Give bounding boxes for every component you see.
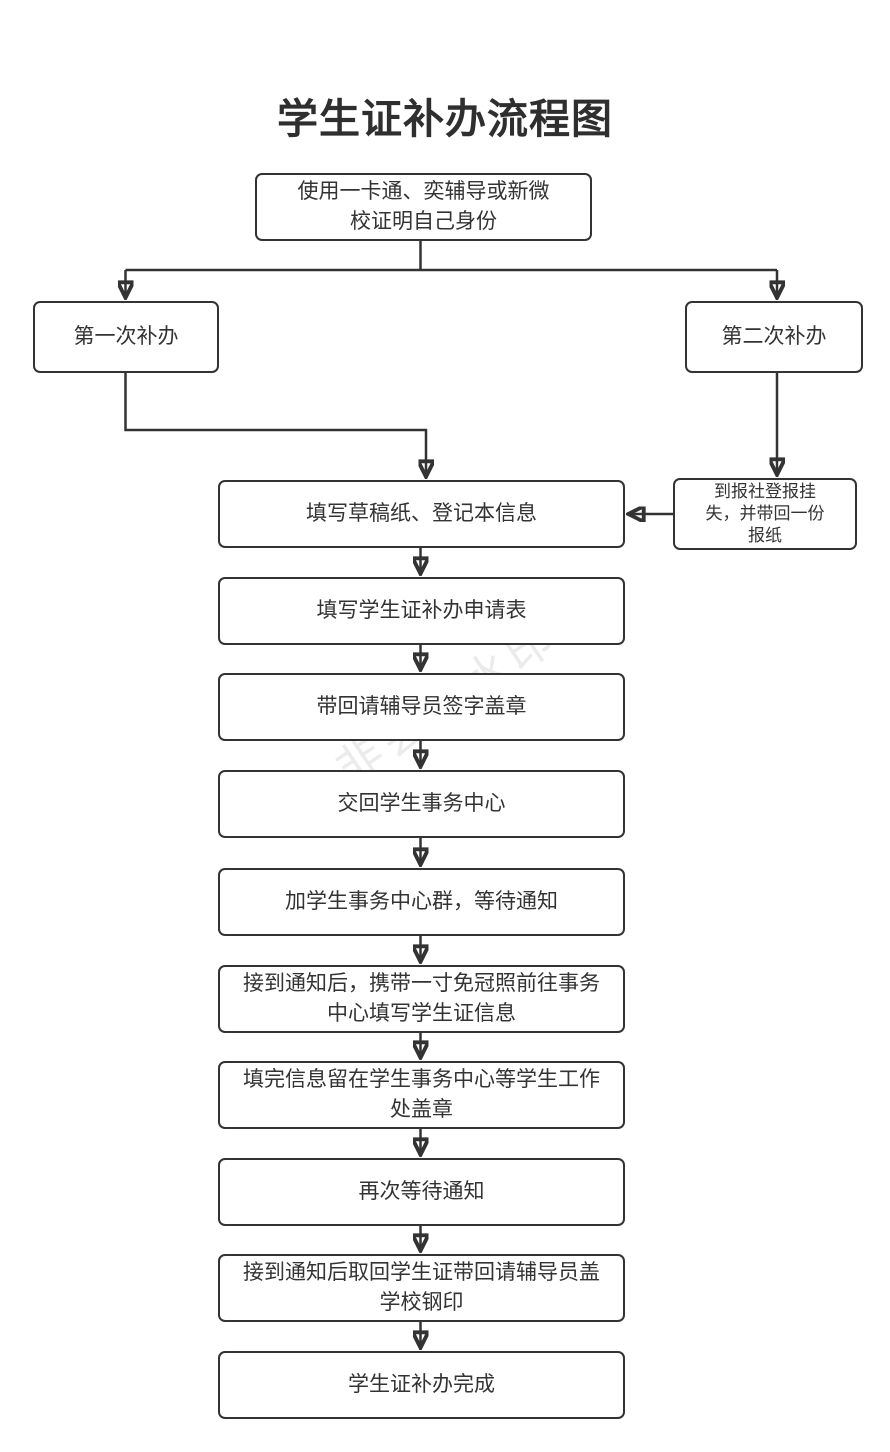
node-step-complete: 学生证补办完成 [218, 1351, 625, 1419]
node-label: 使用一卡通、奕辅导或新微 校证明自己身份 [297, 180, 550, 233]
node-step-fill-draft-register: 填写草稿纸、登记本信息 [218, 480, 625, 548]
node-label: 填写草稿纸、登记本信息 [306, 502, 537, 526]
node-step-retrieve-card-steel-seal: 接到通知后取回学生证带回请辅导员盖 学校钢印 [218, 1254, 625, 1322]
node-label: 接到通知后，携带一寸免冠照前往事务 中心填写学生证信息 [243, 972, 600, 1025]
node-step-counselor-sign-stamp: 带回请辅导员签字盖章 [218, 673, 625, 741]
node-label: 交回学生事务中心 [337, 792, 506, 816]
node-label: 第一次补办 [73, 325, 179, 349]
node-label: 第二次补办 [721, 325, 827, 349]
node-step-return-to-affairs-center: 交回学生事务中心 [218, 770, 625, 838]
node-label: 带回请辅导员签字盖章 [316, 695, 527, 719]
node-label: 接到通知后取回学生证带回请辅导员盖 学校钢印 [243, 1261, 600, 1314]
node-label: 加学生事务中心群，等待通知 [285, 890, 558, 914]
node-label: 学生证补办完成 [348, 1373, 495, 1397]
node-label: 填写学生证补办申请表 [316, 599, 527, 623]
node-first-replacement: 第一次补办 [33, 301, 219, 373]
node-step-join-group-wait-notice: 加学生事务中心群，等待通知 [218, 868, 625, 936]
node-label: 再次等待通知 [358, 1180, 485, 1204]
connector-first-to-step1 [124, 373, 427, 476]
node-second-replacement: 第二次补办 [685, 301, 863, 373]
page-title: 学生证补办流程图 [277, 96, 613, 142]
node-step-leave-for-office-stamp: 填完信息留在学生事务中心等学生工作 处盖章 [218, 1061, 625, 1129]
node-newspaper-loss-report: 到报社登报挂 失，并带回一份 报纸 [673, 478, 857, 550]
node-step-wait-notice-again: 再次等待通知 [218, 1158, 625, 1226]
node-label: 填完信息留在学生事务中心等学生工作 处盖章 [243, 1068, 600, 1121]
node-step-fill-application-form: 填写学生证补办申请表 [218, 577, 625, 645]
node-label: 到报社登报挂 失，并带回一份 报纸 [705, 481, 825, 546]
node-identity-verification: 使用一卡通、奕辅导或新微 校证明自己身份 [255, 173, 592, 241]
node-step-bring-photo-fill-info: 接到通知后，携带一寸免冠照前往事务 中心填写学生证信息 [218, 965, 625, 1033]
